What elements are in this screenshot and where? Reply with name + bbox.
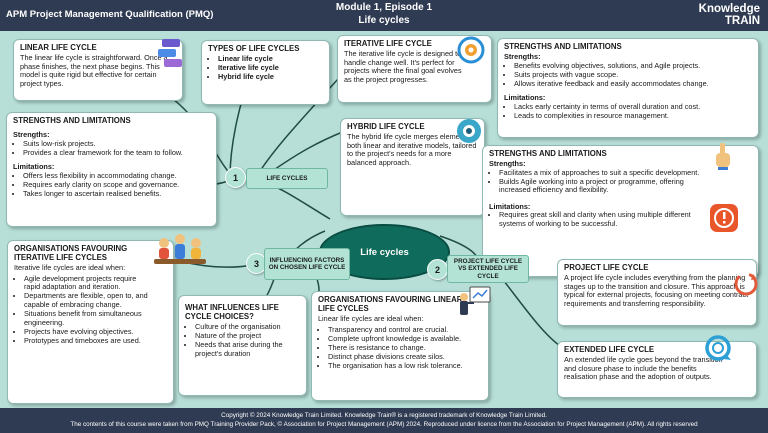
org-iterative-item: Departments are flexible, open to, and c…: [24, 291, 149, 309]
org-iterative-item: Situations benefit from simultaneous eng…: [24, 309, 149, 327]
org-linear-item: The organisation has a low risk toleranc…: [328, 361, 482, 371]
influence-item: Needs that arise during the project's du…: [195, 340, 295, 358]
footer: Copyright © 2024 Knowledge Train Limited…: [0, 408, 768, 433]
project-title: PROJECT LIFE CYCLE: [564, 263, 649, 272]
org-linear-intro: Linear life cycles are ideal when:: [318, 314, 424, 323]
branch-number-1: 1: [225, 167, 246, 188]
team-icon: [150, 229, 210, 282]
org-linear-card: ORGANISATIONS FAVOURING LINEAR LIFE CYCL…: [311, 291, 489, 401]
strength-item: Suits low-risk projects.: [23, 139, 210, 149]
org-iterative-intro: Iterative life cycles are ideal when:: [14, 263, 126, 272]
strength-item: Facilitates a mix of approaches to suit …: [499, 168, 714, 178]
logo-line2: TRAIN: [724, 15, 760, 27]
org-linear-item: Complete upfront knowledge is available.: [328, 334, 482, 344]
types-title: TYPES OF LIFE CYCLES: [208, 44, 300, 53]
branch-project-vs-extended[interactable]: PROJECT LIFE CYCLE VS EXTENDED LIFE CYCL…: [447, 255, 529, 283]
limitation-item: Lacks early certainty in terms of overal…: [514, 102, 752, 112]
org-linear-item: Distinct phase divisions create silos.: [328, 352, 482, 362]
extended-cycle-icon: [704, 334, 732, 367]
linear-strengths-card: STRENGTHS AND LIMITATIONS Strengths: Sui…: [6, 112, 217, 227]
qualification-title: APM Project Management Qualification (PM…: [6, 9, 214, 20]
knowledge-train-logo: Knowledge TRAIN: [699, 3, 760, 27]
licence-line: The contents of this course were taken f…: [70, 421, 698, 428]
org-iterative-item: Agile development projects require rapid…: [24, 274, 149, 292]
influence-item: Culture of the organisation: [195, 322, 295, 332]
module-title: Module 1, Episode 1: [335, 2, 433, 13]
iterative-text: The iterative life cycle is designed to …: [344, 49, 462, 84]
hand-pointer-icon: [712, 141, 734, 176]
org-linear-item: There is resistance to change.: [328, 343, 482, 353]
iterative-life-cycle-card: ITERATIVE LIFE CYCLE The iterative life …: [337, 35, 492, 103]
limitation-item: Takes longer to ascertain realised benef…: [23, 189, 210, 199]
limitation-item: Requires early clarity on scope and gove…: [23, 180, 210, 190]
logo-line1: Knowledge: [698, 3, 760, 15]
branch-life-cycles[interactable]: LIFE CYCLES: [246, 168, 328, 189]
org-iterative-title: ORGANISATIONS FAVOURING ITERATIVE LIFE C…: [14, 244, 128, 262]
alert-icon: [709, 203, 739, 238]
limitations-label: Limitations:: [13, 162, 55, 172]
org-iterative-card: ORGANISATIONS FAVOURING ITERATIVE LIFE C…: [7, 240, 174, 404]
hybrid-title: HYBRID LIFE CYCLE: [347, 122, 425, 131]
iterative-strengths-title: STRENGTHS AND LIMITATIONS: [504, 42, 622, 51]
org-linear-item: Transparency and control are crucial.: [328, 325, 482, 335]
strengths-label: Strengths:: [13, 130, 50, 139]
type-item: Iterative life cycle: [218, 63, 323, 73]
influence-item: Nature of the project: [195, 331, 295, 341]
hybrid-gear-icon: [455, 117, 483, 150]
limitation-item: Offers less flexibility in accommodating…: [23, 171, 210, 181]
type-item: Hybrid life cycle: [218, 73, 323, 82]
extended-life-cycle-card: EXTENDED LIFE CYCLE An extended life cyc…: [557, 341, 757, 398]
project-text: A project life cycle includes everything…: [564, 273, 749, 308]
types-of-life-cycles-card: TYPES OF LIFE CYCLES Linear life cycle I…: [201, 40, 330, 105]
limitations-label: Limitations:: [504, 93, 546, 103]
linear-life-cycle-card: LINEAR LIFE CYCLE The linear life cycle …: [13, 39, 183, 101]
influences-card: WHAT INFLUENCES LIFE CYCLE CHOICES? Cult…: [178, 295, 307, 396]
limitations-label: Limitations:: [489, 201, 531, 211]
stacked-blocks-icon: [156, 37, 186, 76]
iterative-title: ITERATIVE LIFE CYCLE: [344, 39, 432, 48]
org-iterative-item: Projects have evolving objectives.: [24, 327, 149, 337]
type-item: Linear life cycle: [218, 54, 323, 64]
org-linear-title: ORGANISATIONS FAVOURING LINEAR LIFE CYCL…: [318, 295, 463, 313]
linear-text: The linear life cycle is straightforward…: [20, 53, 168, 88]
gear-cycle-icon: [456, 35, 486, 70]
strengths-label: Strengths:: [504, 52, 541, 61]
hybrid-strengths-title: STRENGTHS AND LIMITATIONS: [489, 149, 607, 158]
project-life-cycle-card: PROJECT LIFE CYCLE A project life cycle …: [557, 259, 757, 326]
person-at-board-icon: [456, 285, 492, 328]
strength-item: Benefits evolving objectives, solutions,…: [514, 61, 752, 71]
extended-title: EXTENDED LIFE CYCLE: [564, 345, 655, 354]
influences-title: WHAT INFLUENCES LIFE CYCLE CHOICES?: [185, 303, 279, 321]
org-iterative-item: Prototypes and timeboxes are used.: [24, 336, 149, 346]
limitation-item: Requires great skill and clarity when us…: [499, 211, 704, 228]
mind-map-canvas: LINEAR LIFE CYCLE The linear life cycle …: [0, 31, 768, 408]
iterative-strengths-card: STRENGTHS AND LIMITATIONS Strengths: Ben…: [497, 38, 759, 138]
copyright-line: Copyright © 2024 Knowledge Train Limited…: [221, 412, 547, 419]
branch-number-3: 3: [246, 253, 267, 274]
strength-item: Builds Agile working into a project or p…: [499, 177, 714, 195]
branch-number-2: 2: [427, 259, 448, 280]
strength-item: Suits projects with vague scope.: [514, 70, 752, 80]
extended-text: An extended life cycle goes beyond the t…: [564, 355, 723, 382]
linear-strengths-title: STRENGTHS AND LIMITATIONS: [13, 116, 131, 125]
strength-item: Allows iterative feedback and easily acc…: [514, 79, 752, 89]
episode-title: Life cycles: [358, 15, 410, 26]
cycle-arrow-icon: [733, 271, 759, 302]
strength-item: Provides a clear framework for the team …: [23, 148, 210, 158]
linear-title: LINEAR LIFE CYCLE: [20, 43, 97, 52]
strengths-label: Strengths:: [489, 159, 526, 168]
branch-influencing-factors[interactable]: INFLUENCING FACTORS ON CHOSEN LIFE CYCLE: [264, 248, 350, 280]
hybrid-text: The hybrid life cycle merges elements of…: [347, 132, 478, 167]
hybrid-life-cycle-card: HYBRID LIFE CYCLE The hybrid life cycle …: [340, 118, 485, 216]
limitation-item: Leads to complexities in resource manage…: [514, 111, 752, 121]
header-bar: APM Project Management Qualification (PM…: [0, 0, 768, 31]
